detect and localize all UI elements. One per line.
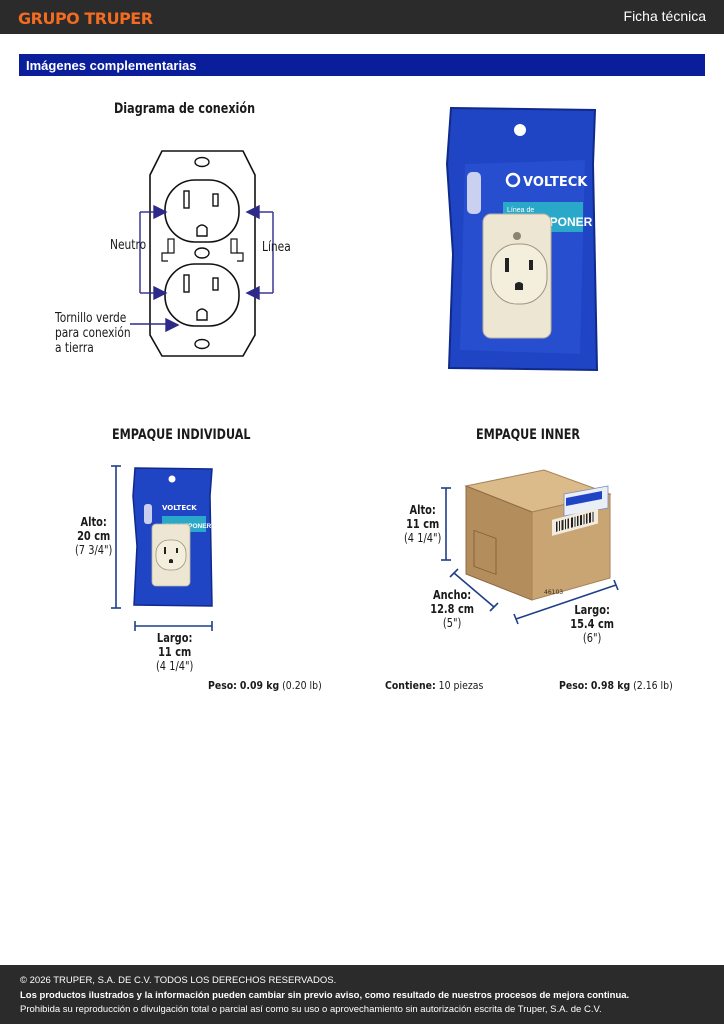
document-type: Ficha técnica bbox=[623, 8, 706, 24]
footer-copyright: © 2026 TRUPER, S.A. DE C.V. TODOS LOS DE… bbox=[20, 975, 337, 986]
footer: © 2026 TRUPER, S.A. DE C.V. TODOS LOS DE… bbox=[0, 965, 724, 1024]
svg-text:VOLTECK: VOLTECK bbox=[162, 504, 197, 512]
brand-logo: GRUPO TRUPER bbox=[18, 9, 153, 28]
diagram-arrows bbox=[130, 204, 274, 333]
hang-hole bbox=[514, 124, 526, 136]
individual-dimension-lines bbox=[111, 465, 213, 631]
bottom-screw-hole bbox=[194, 338, 210, 350]
inner-contents: Contiene: 10 piezas bbox=[385, 679, 484, 692]
svg-text:Línea de: Línea de bbox=[507, 207, 534, 214]
inner-weight: Peso: 0.98 kg (2.16 lb) bbox=[559, 679, 673, 692]
top-bar: GRUPO TRUPER Ficha técnica bbox=[0, 0, 724, 34]
inner-height-label: Alto: 11 cm (4 1/4") bbox=[403, 503, 442, 545]
ground-screw-label: Tornillo verde para conexión a tierra bbox=[55, 311, 131, 356]
line-label: Línea bbox=[262, 240, 291, 255]
connection-diagram bbox=[149, 150, 256, 357]
individual-length-label: Largo: 11 cm (4 1/4") bbox=[155, 631, 194, 673]
package-brand: VOLTECK bbox=[523, 175, 588, 190]
neutral-label: Neutro bbox=[110, 238, 147, 253]
diagram-title: Diagrama de conexión bbox=[114, 101, 256, 117]
inner-width-label: Ancho: 12.8 cm (5") bbox=[430, 588, 475, 630]
footer-notice: Los productos ilustrados y la informació… bbox=[20, 990, 630, 1001]
top-screw-hole bbox=[194, 156, 210, 168]
inner-package-heading: EMPAQUE INNER bbox=[476, 427, 580, 443]
individual-weight: Peso: 0.09 kg (0.20 lb) bbox=[208, 679, 322, 692]
footer-prohibition: Prohibida su reproducción o divulgación … bbox=[20, 1004, 602, 1015]
individual-height-label: Alto: 20 cm (7 3/4") bbox=[74, 515, 113, 557]
product-package-small: VOLTECK SOBREPONER bbox=[132, 467, 213, 607]
inner-dimension-lines bbox=[441, 487, 619, 625]
box-code: 46103 bbox=[544, 589, 563, 596]
section-bar: Imágenes complementarias bbox=[19, 54, 705, 76]
inner-box: 46103 bbox=[464, 469, 612, 601]
individual-package-heading: EMPAQUE INDIVIDUAL bbox=[112, 427, 251, 443]
product-package-large: VOLTECK Línea de SOBREPONER bbox=[445, 106, 599, 372]
section-title: Imágenes complementarias bbox=[26, 58, 197, 73]
inner-length-label: Largo: 15.4 cm (6") bbox=[570, 603, 615, 645]
